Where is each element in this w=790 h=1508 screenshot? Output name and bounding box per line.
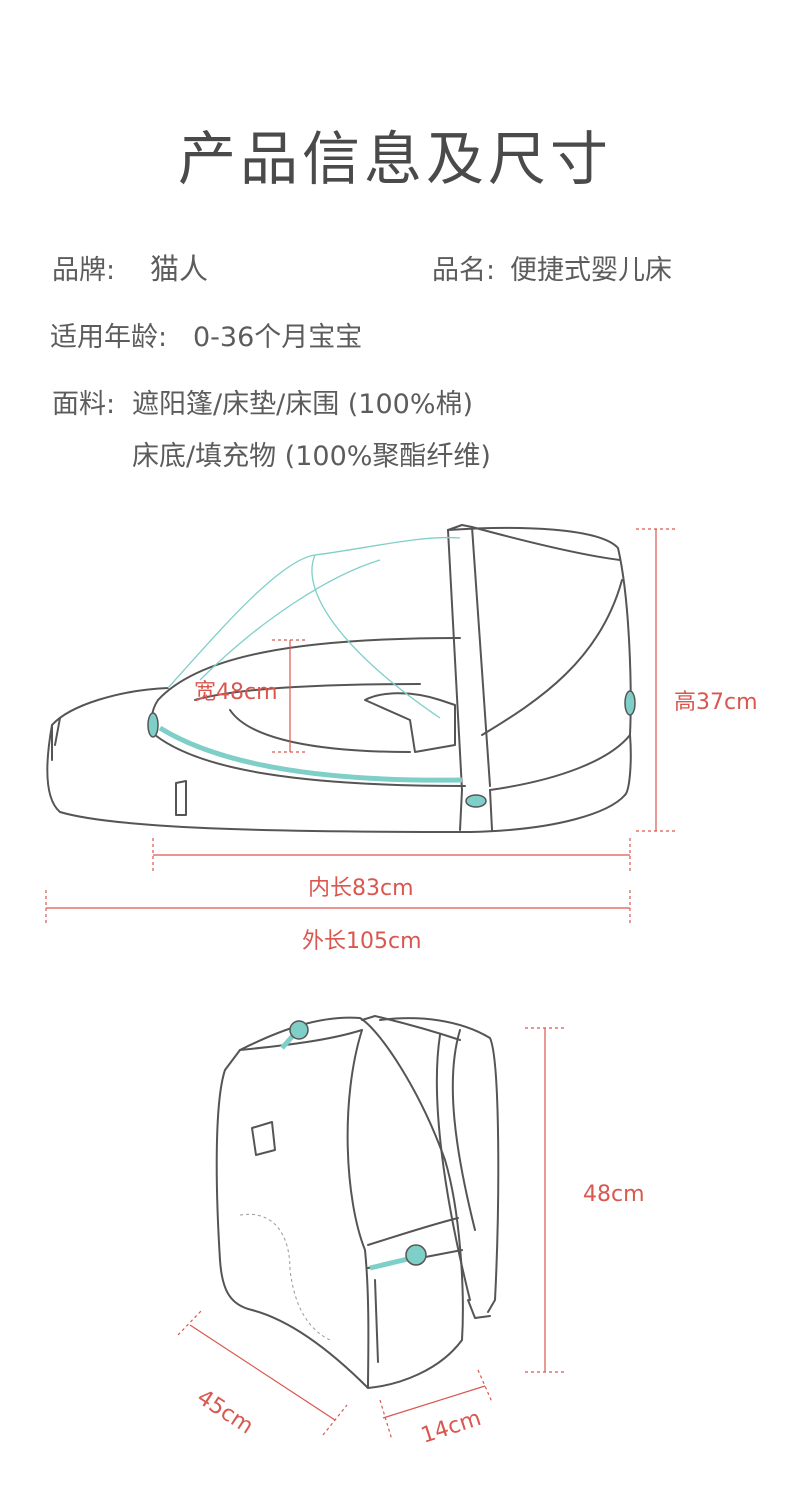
bed-inner-length-label: 内长83cm — [308, 876, 414, 901]
page-title: 产品信息及尺寸 — [177, 125, 612, 193]
backpack-height-label: 48cm — [583, 1182, 645, 1207]
age-label: 适用年龄: — [50, 322, 168, 353]
fabric-line-2: 床底/填充物 (100%聚酯纤维) — [132, 441, 491, 472]
brand-label: 品牌: — [52, 255, 116, 286]
age-value: 0-36个月宝宝 — [193, 322, 363, 353]
name-label: 品名: — [432, 255, 496, 286]
bed-width-label: 宽48cm — [194, 680, 278, 705]
brand-value: 猫人 — [150, 252, 209, 286]
bed-height-label: 高37cm — [674, 690, 758, 715]
fabric-label: 面料: — [52, 389, 116, 420]
name-value: 便捷式婴儿床 — [510, 255, 672, 286]
bed-outer-length-label: 外长105cm — [302, 929, 422, 954]
fabric-line-1: 遮阳篷/床垫/床围 (100%棉) — [132, 389, 474, 420]
